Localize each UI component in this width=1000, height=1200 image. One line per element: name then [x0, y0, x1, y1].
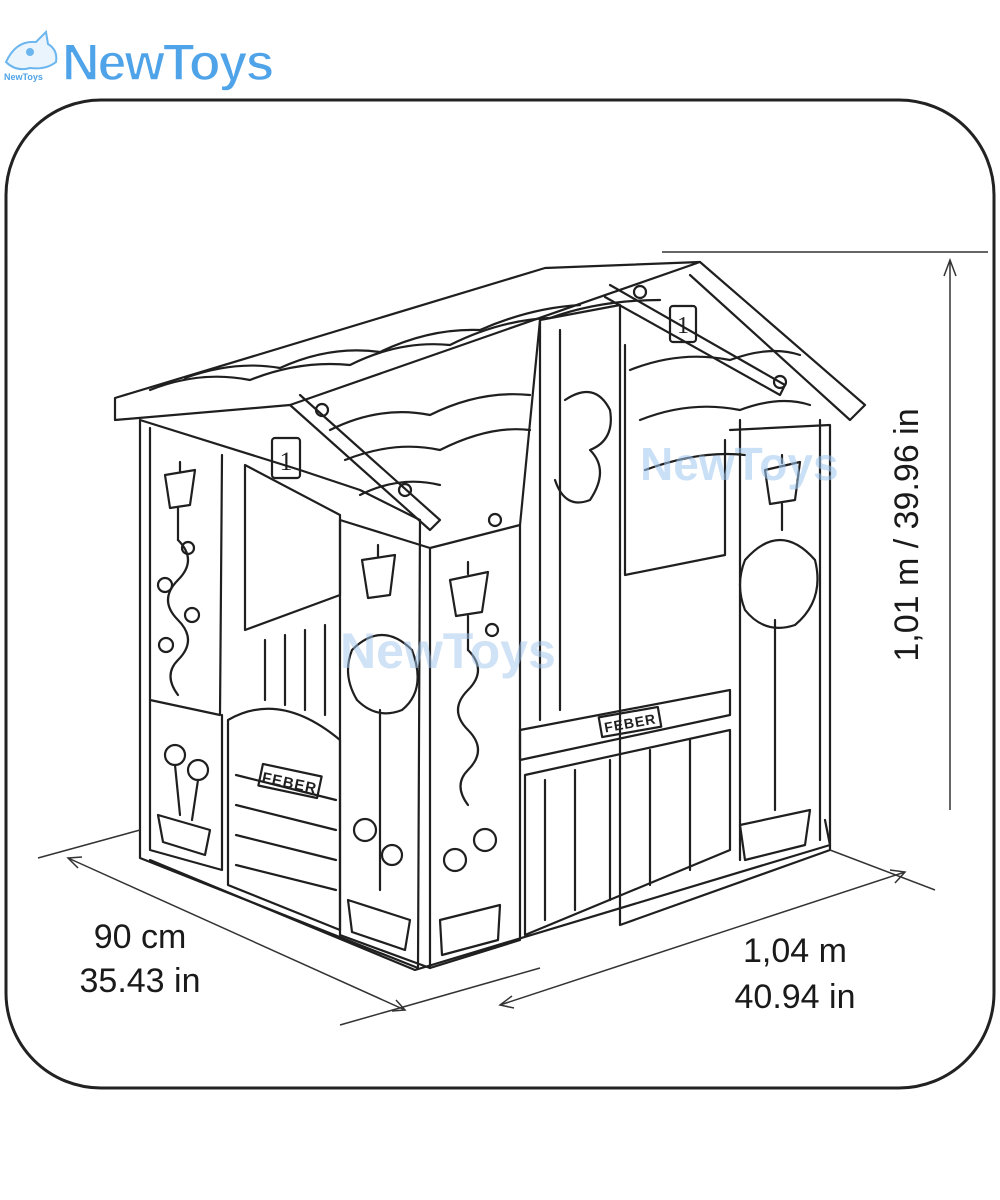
left-door [226, 707, 342, 932]
left-wall [138, 418, 422, 970]
height-label: 1,01 m / 39.96 in [888, 408, 926, 661]
door-number-1: 1 [280, 447, 293, 476]
number-plaque [270, 436, 302, 480]
vine-decoration [166, 538, 190, 697]
brand-logo: NewToys NewToys [4, 29, 275, 93]
roof-right-slope [688, 260, 867, 422]
frame-border [4, 98, 996, 1090]
roof-eave [603, 283, 787, 397]
right-window [623, 343, 727, 577]
width-arrow [499, 871, 906, 1006]
flower-pot [156, 813, 212, 857]
flower-pot-3 [438, 903, 502, 957]
width-leader [829, 849, 936, 891]
railing-plaque [597, 705, 663, 739]
watermark-2: NewToys [340, 623, 556, 679]
lamp-icon-2 [360, 543, 397, 600]
dimension-lines [37, 251, 988, 1026]
inner-flower [553, 390, 612, 504]
depth-leader-2 [339, 967, 541, 1026]
door-plaque [257, 762, 323, 800]
depth-arrow [67, 857, 406, 1011]
flower-pot-2 [346, 898, 412, 952]
lamp-icon [163, 460, 197, 542]
width-imperial-label: 40.94 in [735, 978, 856, 1016]
lamp-icon-4 [763, 453, 802, 532]
logo-unicorn-icon [4, 29, 58, 71]
width-metric-label: 1,04 m [743, 932, 847, 970]
logo-small-text: NewToys [4, 72, 43, 82]
tree-decoration-2 [738, 538, 819, 812]
depth-leader-1 [37, 829, 141, 859]
tree-decoration [346, 634, 419, 892]
depth-imperial-label: 35.43 in [80, 962, 201, 1000]
roof-left-slope [113, 260, 702, 422]
left-window [243, 463, 342, 632]
depth-metric-label: 90 cm [94, 918, 187, 956]
number-plaque-2 [668, 304, 698, 344]
roof-front-edge [288, 393, 442, 532]
watermark-1: NewToys [640, 438, 839, 490]
flower-pot-4 [738, 808, 812, 862]
lamp-icon-3 [448, 560, 490, 652]
inner-right-wall [538, 318, 562, 722]
logo-text: NewToys [62, 34, 273, 92]
right-railing [518, 688, 732, 762]
door-number-2: 1 [677, 313, 689, 339]
vine-decoration-2 [456, 648, 480, 807]
playhouse-illustration [113, 260, 867, 972]
